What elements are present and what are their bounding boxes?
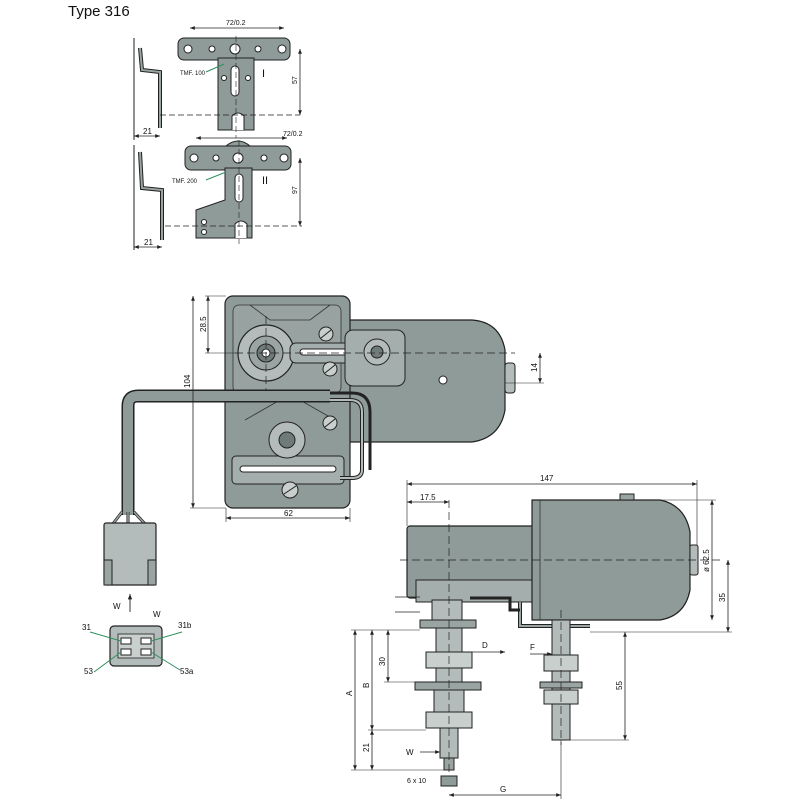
front-dim-shaft: 14 (530, 363, 539, 372)
side-dim-W: W (406, 748, 414, 757)
front-dim-width: 62 (284, 509, 293, 518)
bracket-1-label: TMF. 100 (180, 71, 206, 77)
side-dim-G: G (500, 785, 506, 794)
connector-pinout (89, 625, 183, 673)
side-dim-A: A (345, 690, 354, 696)
side-dim-55: 55 (615, 681, 624, 690)
connector-arrow-label: W (113, 602, 121, 611)
bracket-2-label: TMF. 200 (172, 179, 198, 185)
bracket-1-height-dim: 57 (292, 76, 299, 84)
connector-plug (103, 522, 157, 586)
connector-pin-31: 31 (82, 623, 91, 632)
bracket-2-height-dim: 97 (292, 186, 299, 194)
side-dim-B: B (362, 683, 371, 688)
front-dim-top: 28.5 (199, 316, 208, 332)
side-dim-axis: 35 (718, 593, 727, 602)
bracket-1-leader (205, 63, 225, 73)
side-dim-21: 21 (362, 743, 371, 752)
connector-pin-53: 53 (84, 667, 93, 676)
side-dim-F: F (530, 643, 535, 652)
bracket-2-front-view (165, 140, 302, 244)
bracket-2-roman: II (262, 175, 268, 187)
side-dim-offset: 17.5 (420, 493, 436, 502)
square-end-profile (440, 775, 458, 787)
connector-view-label: W (153, 610, 161, 619)
bracket-2-side-dim: 21 (144, 238, 153, 247)
bracket-1-front-view (160, 36, 300, 138)
side-dim-length: 147 (540, 474, 554, 483)
side-dim-D: D (482, 641, 488, 650)
side-dim-6x10: 6 x 10 (407, 778, 426, 785)
front-dim-height: 104 (183, 374, 192, 388)
bracket-2-side-view (133, 145, 164, 250)
bracket-2-leader (205, 171, 227, 181)
connector-pin-31b: 31b (178, 621, 192, 630)
side-dim-30: 30 (378, 657, 387, 666)
bracket-1-roman: I (262, 68, 265, 80)
bracket-1-width-dim: 72/0.2 (226, 20, 246, 27)
bracket-1-side-view (133, 38, 162, 140)
front-view-motor (224, 295, 516, 509)
connector-pin-53a: 53a (180, 667, 194, 676)
side-dim-diameter: ø 62.5 (702, 549, 711, 572)
side-view-motor (395, 493, 720, 780)
wiring-cable (110, 389, 330, 527)
bracket-1-side-dim: 21 (143, 127, 152, 136)
page-title: Type 316 (68, 3, 130, 20)
bracket-2-width-dim: 72/0.2 (283, 131, 303, 138)
